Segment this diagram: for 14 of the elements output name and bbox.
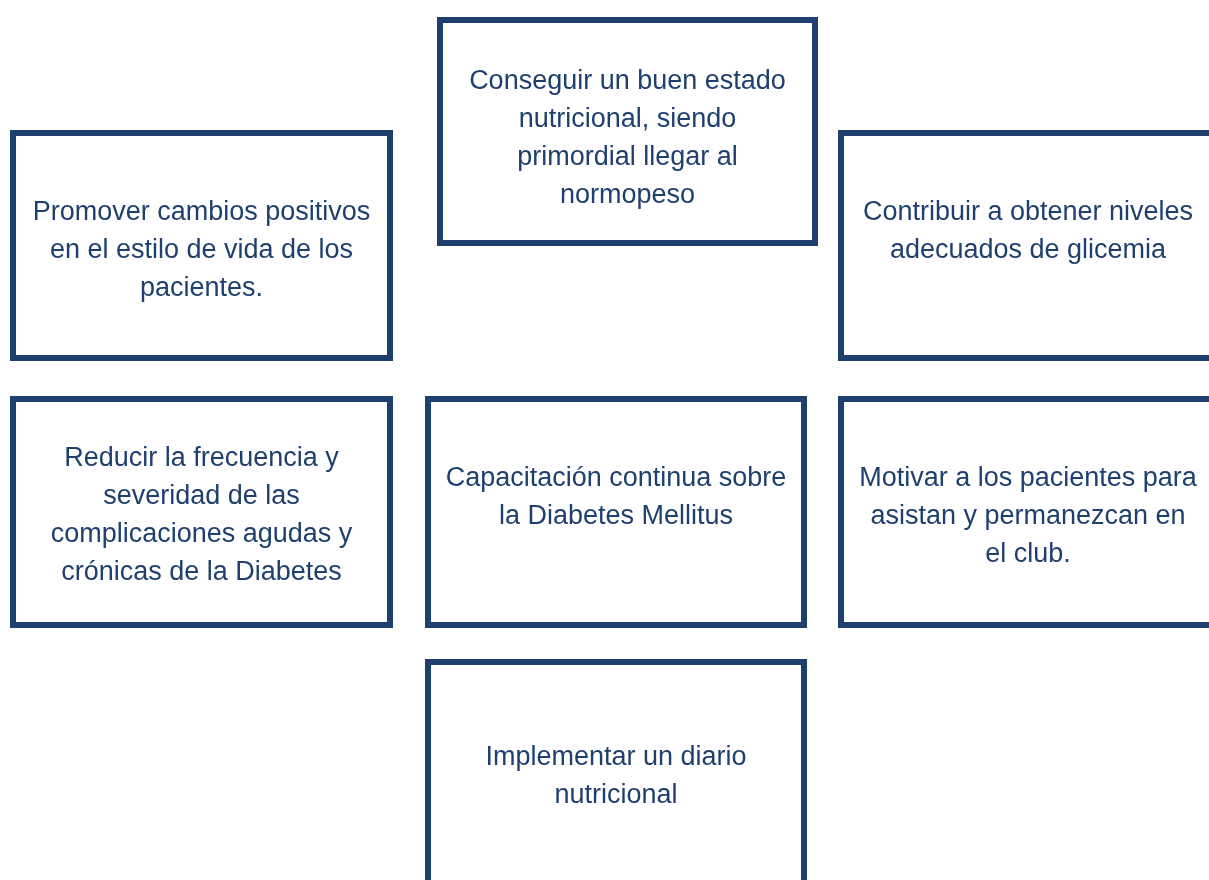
- goal-box: [425, 396, 807, 628]
- goal-box: [838, 130, 1209, 361]
- goal-box: [437, 17, 818, 246]
- goal-text: Capacitación continua sobre la Diabetes Mellitus: [445, 461, 787, 532]
- goal-text: Motivar a los pacientes para asistan y permanezcan en el club.: [858, 461, 1198, 570]
- goal-text: Implementar un diario nutricional: [484, 740, 748, 811]
- goal-text: Contribuir a obtener niveles adecuados de glicemia: [861, 195, 1195, 266]
- goal-box: [838, 396, 1209, 628]
- goal-box: [425, 659, 807, 880]
- goal-box: [10, 130, 393, 361]
- goal-box: [10, 396, 393, 628]
- goal-text: Promover cambios positivos en el estilo de vida de los pacientes.: [31, 195, 372, 304]
- goal-text: Reducir la frecuencia y severidad de las complicaciones agudas y crónicas de la Diabetes: [49, 441, 354, 588]
- goal-text: Conseguir un buen estado nutricional, siendo primordial llegar al normopeso: [468, 64, 787, 211]
